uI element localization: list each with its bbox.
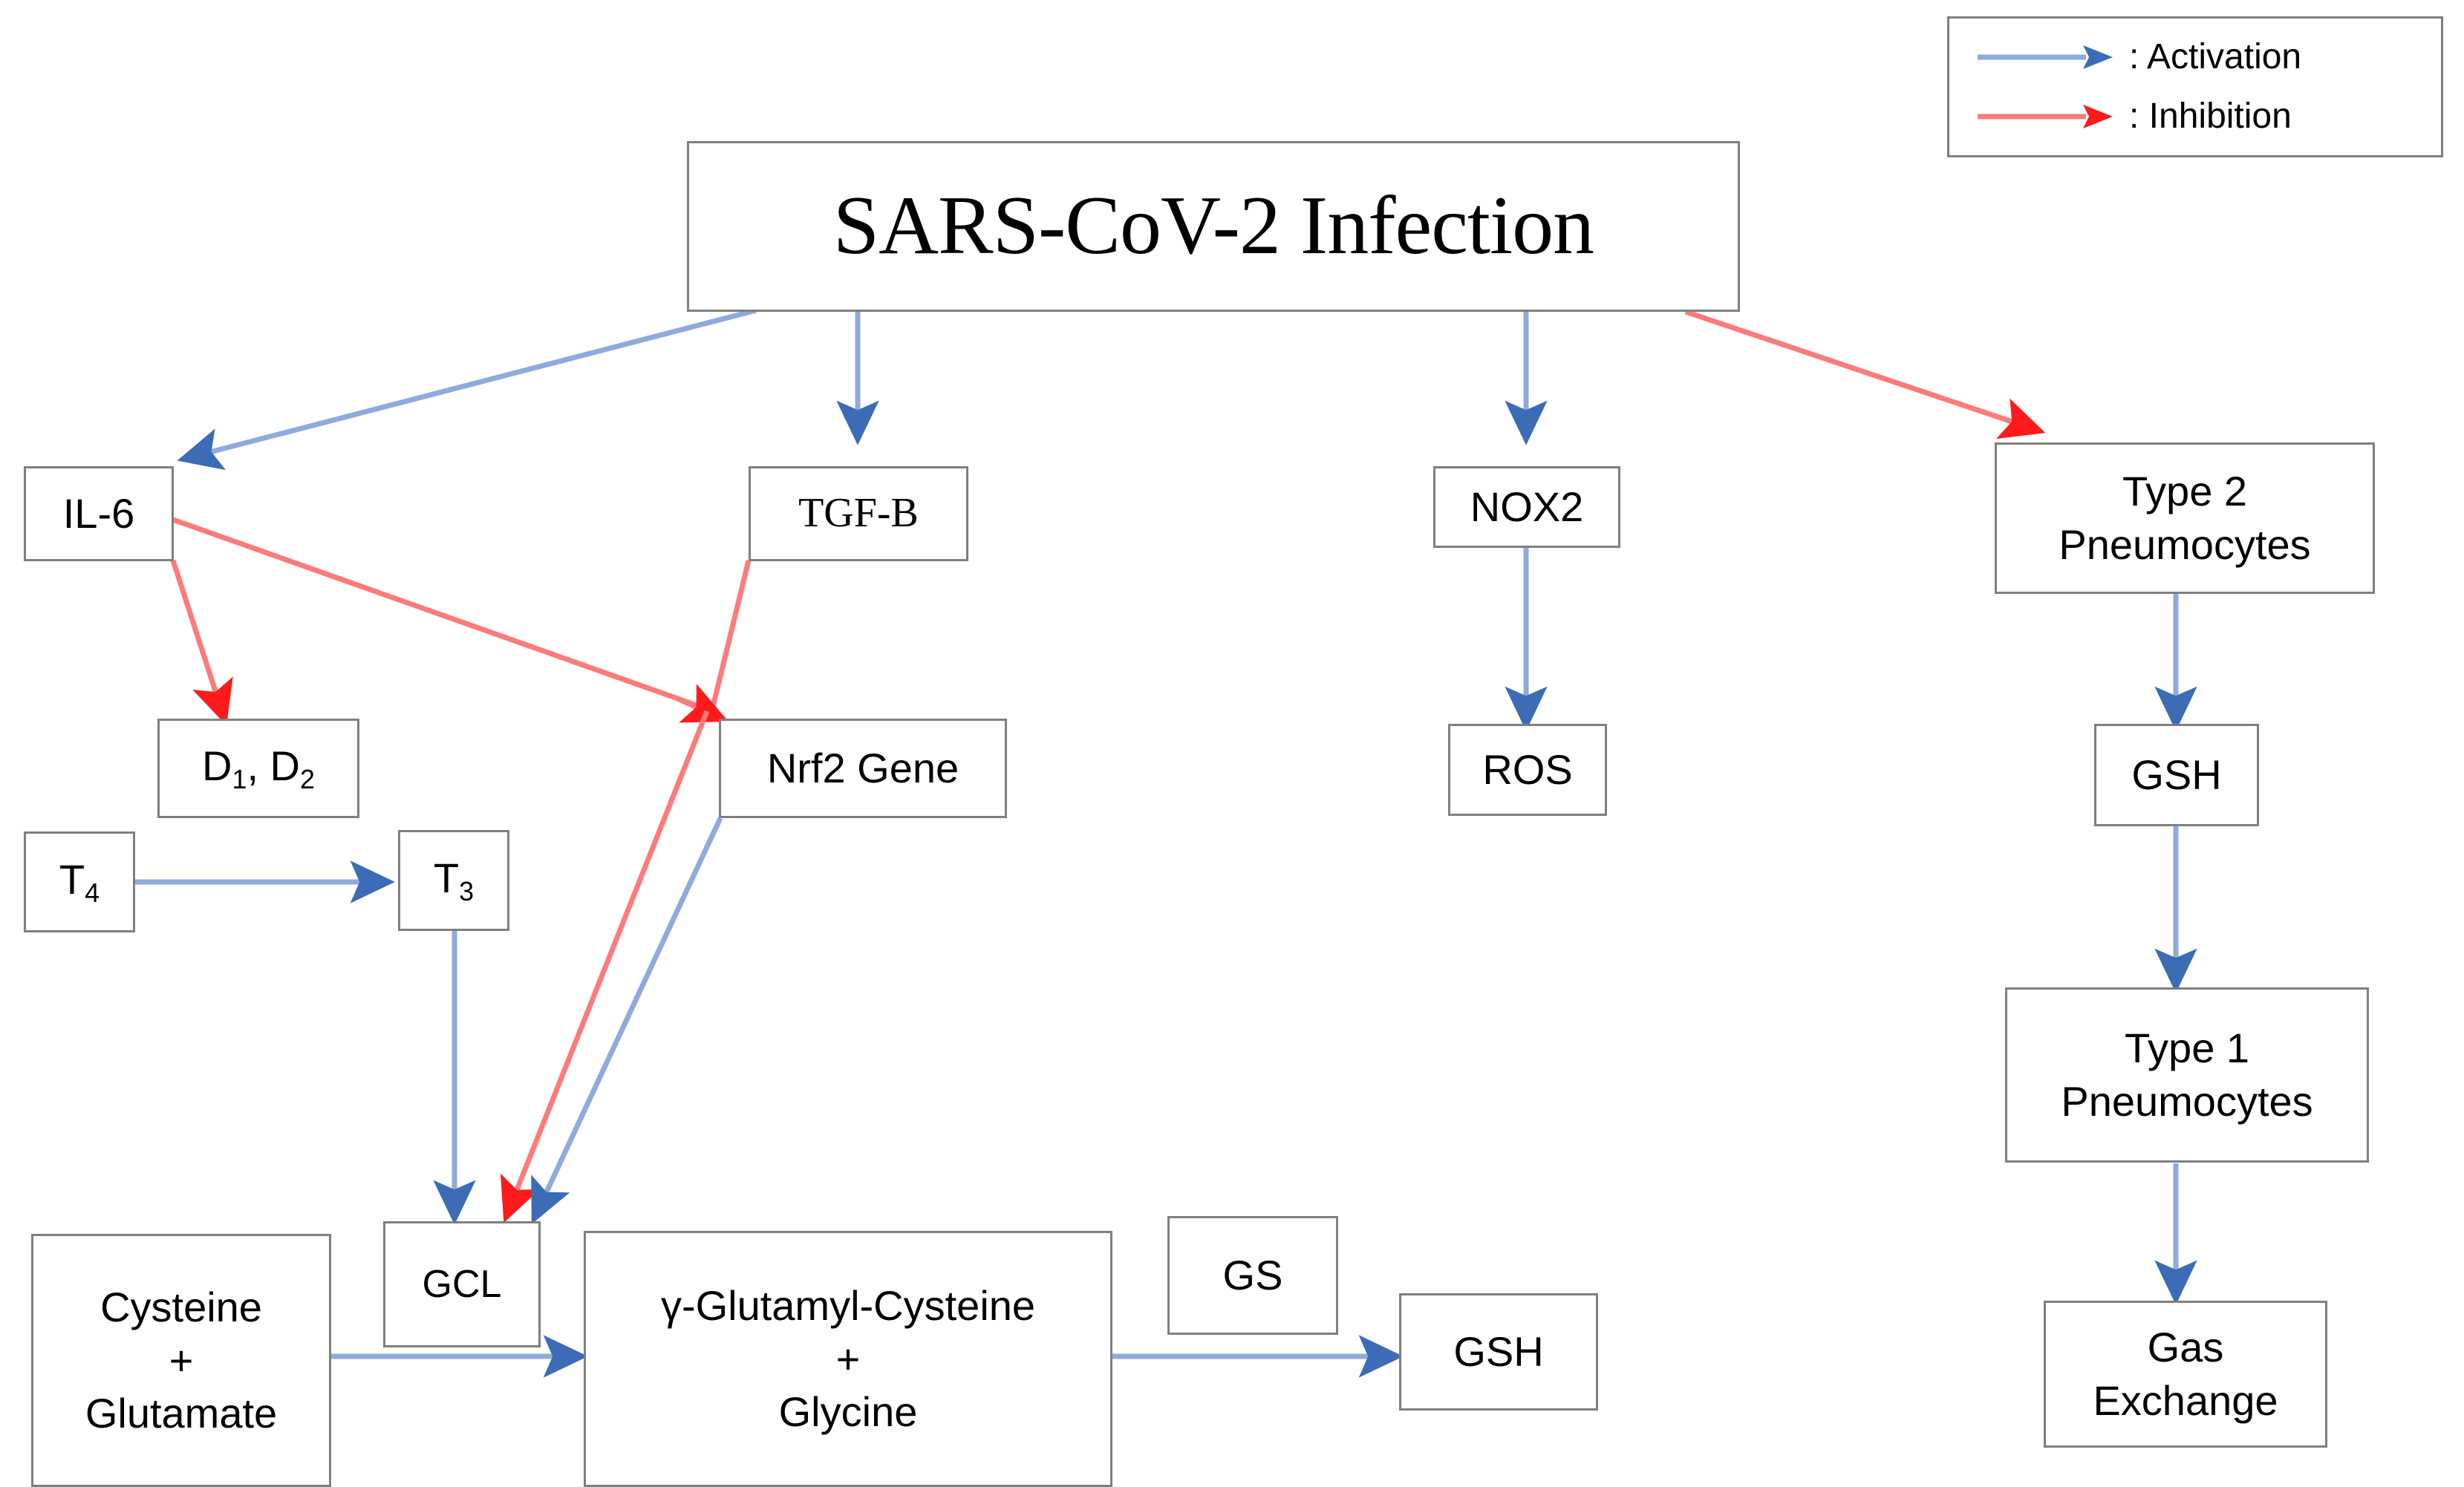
node-cysteine-glutamate[interactable]: Cysteine + Glutamate [31,1234,331,1487]
node-gsh-right[interactable]: GSH [2094,724,2259,826]
node-t4-label: T4 [59,856,100,908]
node-nox2[interactable]: NOX2 [1433,466,1620,548]
node-gs[interactable]: GS [1167,1216,1338,1335]
node-t4[interactable]: T4 [24,831,135,932]
node-gcl[interactable]: GCL [383,1221,541,1347]
legend-label-inhibition: : Inhibition [2129,97,2292,136]
node-type-2-pneumocytes[interactable]: Type 2 Pneumocytes [1995,442,2375,594]
node-gamma-glutamyl-cysteine-glycine[interactable]: γ-Glutamyl-Cysteine + Glycine [584,1231,1112,1487]
blue-arrow-icon [1978,45,2113,69]
legend-item-activation: : Activation [1975,36,2301,77]
edge-inhibition-head-nrf2 [674,684,729,723]
node-tgf-b[interactable]: TGF-B [749,466,968,561]
node-nrf2-gene[interactable]: Nrf2 Gene [719,719,1007,818]
node-d1-d2-label: D1, D2 [202,742,315,794]
edge-sars-to-type2 [1684,309,2046,439]
node-t3[interactable]: T3 [398,830,509,931]
edge-sars-to-il6 [177,307,757,471]
edge-il6-to-nrf2 [172,517,708,712]
edge-tgfb-to-nrf2 [710,560,752,707]
node-type-1-pneumocytes[interactable]: Type 1 Pneumocytes [2005,987,2369,1163]
node-d1-d2[interactable]: D1, D2 [157,719,359,818]
edge-nrf2-junction-to-gcl [500,710,710,1223]
legend-box: : Activation : Inhibition [1947,16,2443,157]
legend-item-inhibition: : Inhibition [1975,96,2292,137]
node-sars-cov-2-infection[interactable]: SARS-CoV-2 Infection [687,141,1740,312]
edge-nrf2-to-gcl [531,817,723,1224]
node-gas-exchange[interactable]: Gas Exchange [2044,1301,2327,1448]
node-il6[interactable]: IL-6 [24,466,174,561]
legend-label-activation: : Activation [2129,37,2302,76]
red-arrow-icon [1978,104,2113,128]
node-ros[interactable]: ROS [1448,724,1607,816]
node-gsh-mid[interactable]: GSH [1399,1293,1598,1411]
edge-il6-to-d1d2 [170,559,233,726]
node-t3-label: T3 [433,854,475,906]
